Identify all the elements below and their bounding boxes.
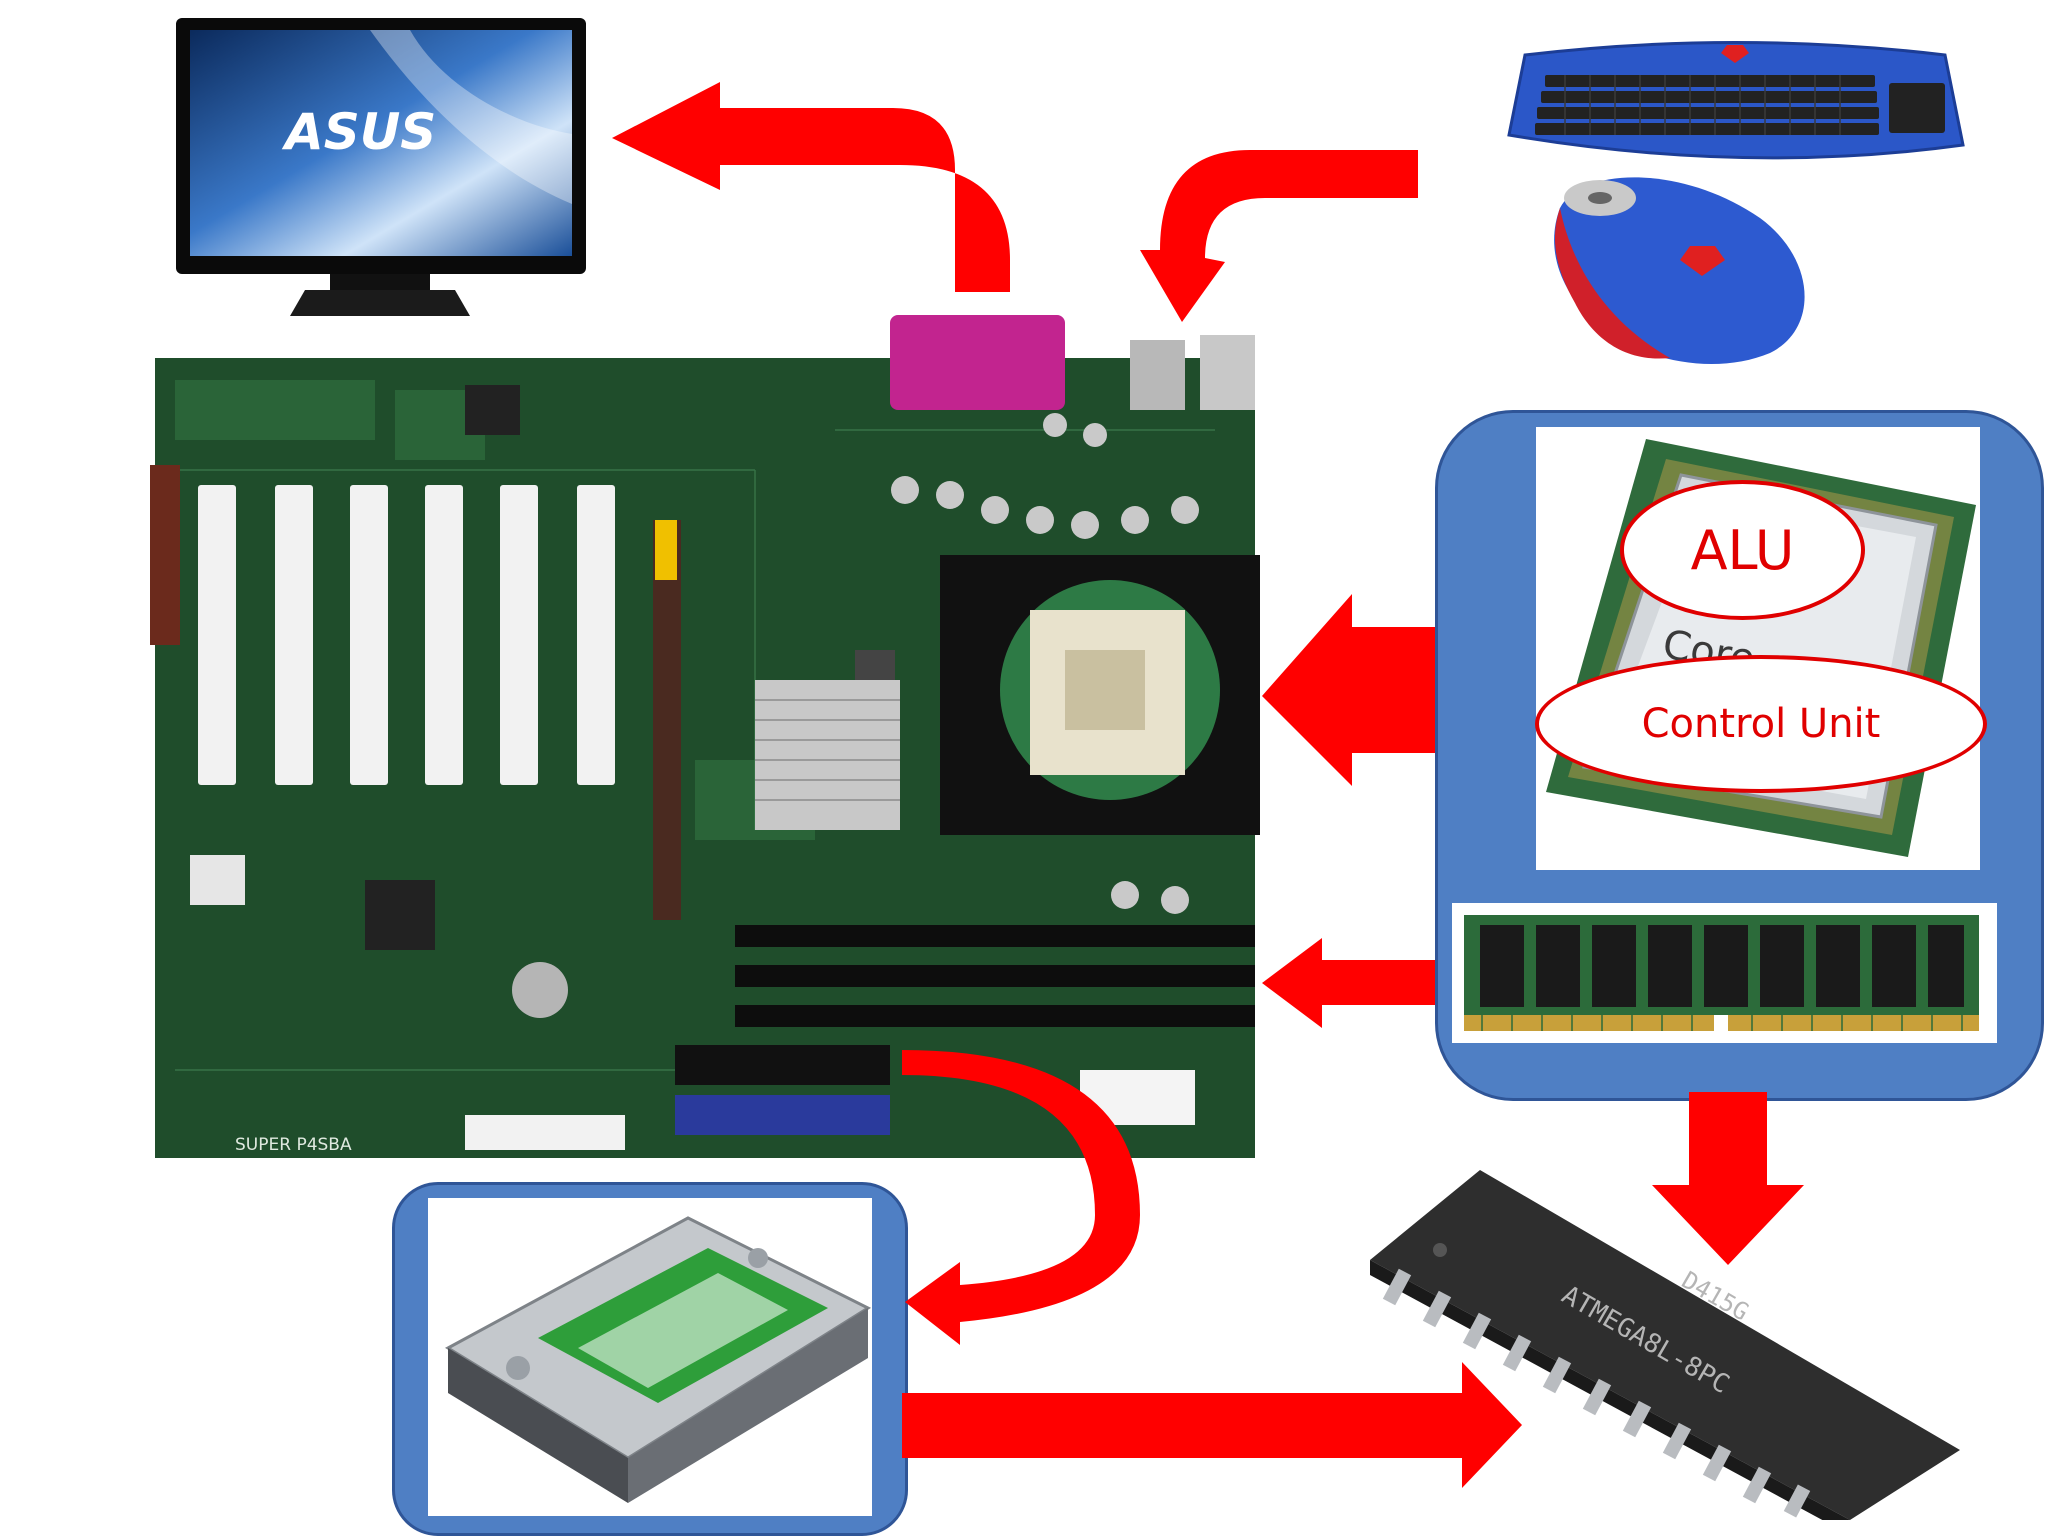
arrow-to-hard-drive	[902, 1050, 1140, 1345]
motherboard-image: SUPER P4SBA	[135, 310, 1270, 1160]
hard-drive-image	[428, 1198, 872, 1516]
monitor-image: ASUS	[170, 14, 590, 324]
microcontroller-chip-image: ATMEGA8L-8PC D415G	[1350, 1160, 1970, 1535]
arrow-to-chip	[1652, 1092, 1804, 1265]
arrow-hard-drive-to-chip	[902, 1362, 1522, 1488]
alu-oval: ALU	[1620, 480, 1865, 620]
monitor-brand-text: ASUS	[281, 103, 436, 161]
ram-image	[1452, 903, 1997, 1043]
board-brand-text: SUPER P4SBA	[235, 1135, 352, 1155]
keyboard-image	[1505, 35, 1965, 170]
arrow-from-keyboard-mouse	[1140, 150, 1418, 322]
control-unit-label: Control Unit	[1641, 701, 1881, 747]
alu-label: ALU	[1690, 518, 1795, 582]
mouse-image	[1540, 168, 1820, 368]
arrow-to-monitor	[612, 82, 1010, 292]
arrow-from-ram	[1262, 938, 1435, 1028]
arrow-from-cpu	[1262, 594, 1435, 786]
control-unit-oval: Control Unit	[1535, 655, 1987, 793]
